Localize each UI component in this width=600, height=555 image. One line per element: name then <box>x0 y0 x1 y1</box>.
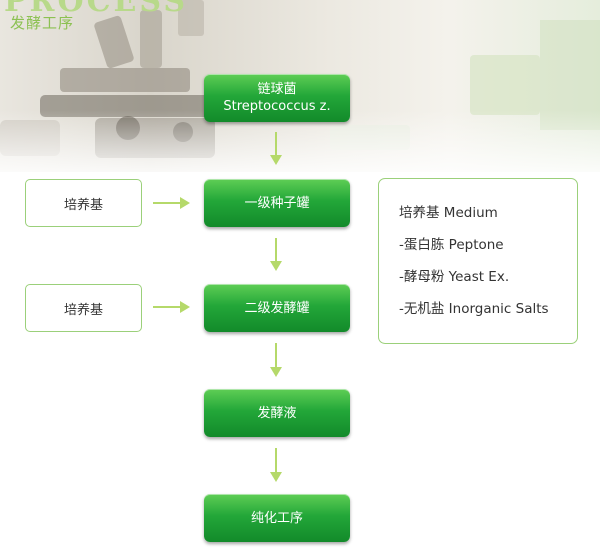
brand-title-cn: 发酵工序 <box>10 14 75 32</box>
step-purification: 纯化工序 <box>204 494 350 542</box>
step-label-cn: 链球菌 <box>257 82 297 97</box>
step-streptococcus: 链球菌 Streptococcus z. <box>204 74 350 122</box>
medium-item-peptone: -蛋白胨 Peptone <box>399 237 504 253</box>
medium-item-inorganic-salts: -无机盐 Inorganic Salts <box>399 301 549 317</box>
input-medium-2: 培养基 <box>25 284 142 332</box>
arrow-down-2-head <box>270 261 282 271</box>
step-secondary-fermenter: 二级发酵罐 <box>204 284 350 332</box>
arrow-right-1-head <box>180 197 190 209</box>
arrow-down-3-head <box>270 367 282 377</box>
medium-item-yeast-extract: -酵母粉 Yeast Ex. <box>399 269 510 285</box>
medium-composition-box: 培养基 Medium -蛋白胨 Peptone -酵母粉 Yeast Ex. -… <box>378 178 578 344</box>
arrow-right-2-head <box>180 301 190 313</box>
input-medium-1: 培养基 <box>25 179 142 227</box>
arrow-down-4-head <box>270 472 282 482</box>
input-medium-label: 培养基 <box>63 197 103 213</box>
step-label-cn: 二级发酵罐 <box>244 300 310 316</box>
input-medium-label: 培养基 <box>63 302 103 318</box>
brand-title-en: PROCESS <box>4 0 189 19</box>
step-primary-seed-tank: 一级种子罐 <box>204 179 350 227</box>
step-label-cn: 发酵液 <box>257 405 297 421</box>
header-microscope-photo <box>0 0 600 172</box>
step-label-cn: 纯化工序 <box>250 510 303 526</box>
step-fermentation-broth: 发酵液 <box>204 389 350 437</box>
step-label-en: Streptococcus z. <box>223 99 331 114</box>
step-label-cn: 一级种子罐 <box>244 195 310 211</box>
arrow-down-1-head <box>270 155 282 165</box>
medium-composition-title: 培养基 Medium <box>399 205 498 221</box>
